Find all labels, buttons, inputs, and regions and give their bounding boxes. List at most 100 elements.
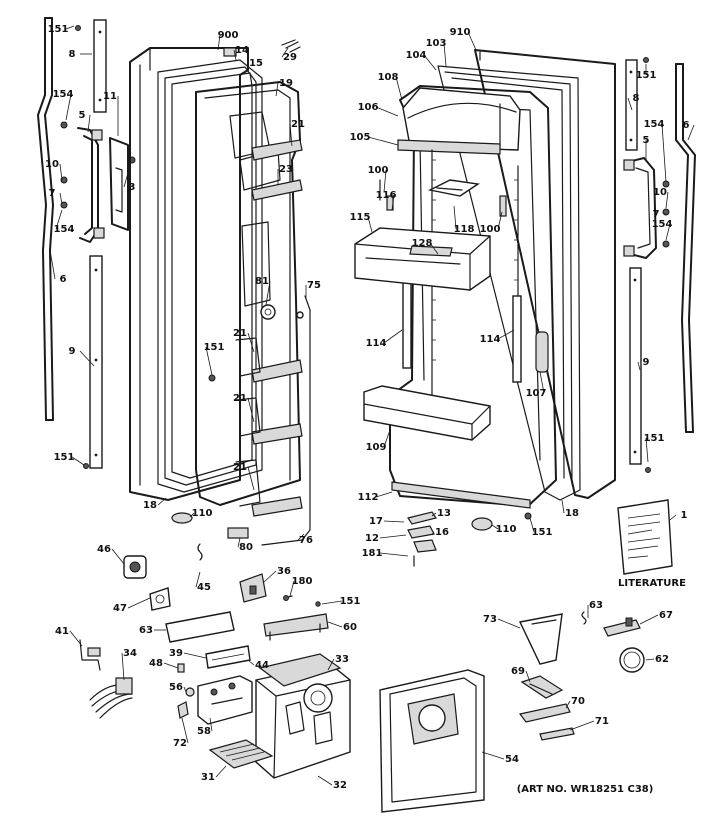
leader-line-151	[71, 456, 85, 466]
part-label-106: 106	[358, 102, 379, 113]
part-label-5: 5	[79, 110, 86, 121]
part-label-18: 18	[143, 500, 157, 511]
part-label-103: 103	[426, 38, 447, 49]
leader-line-18	[561, 499, 565, 514]
part-label-114: 114	[480, 334, 501, 345]
part-label-54: 54	[505, 754, 519, 765]
egg-tray	[427, 179, 480, 197]
part-label-910: 910	[450, 27, 471, 38]
leader-line-67	[639, 614, 659, 625]
part-label-9: 9	[643, 357, 650, 368]
switch-36	[239, 573, 267, 603]
spring-45	[197, 543, 203, 561]
leader-line-1	[669, 514, 677, 521]
part-label-11: 11	[103, 91, 117, 102]
leader-lines	[49, 25, 695, 786]
part-label-73: 73	[483, 614, 497, 625]
leader-line-69	[525, 670, 531, 683]
part-label-62: 62	[655, 654, 669, 665]
leader-line-76	[297, 533, 305, 541]
dairy-compartment-cover	[397, 87, 521, 155]
literature-caption: LITERATURE	[618, 578, 686, 589]
part-label-76: 76	[299, 535, 313, 546]
leader-line-47	[127, 597, 151, 609]
part-label-6: 6	[60, 274, 67, 285]
leader-line-154	[661, 123, 667, 183]
part-label-56: 56	[169, 682, 183, 693]
leader-line-154	[55, 209, 63, 230]
bracket-41	[79, 639, 101, 671]
leader-line-54	[481, 751, 505, 760]
chute-73	[518, 613, 563, 665]
leader-line-105	[367, 136, 399, 146]
part-label-80: 80	[239, 542, 253, 553]
leader-line-112	[375, 491, 393, 498]
part-label-39: 39	[169, 648, 183, 659]
module-58	[197, 675, 253, 725]
leader-line-151	[529, 517, 535, 533]
leader-line-5	[87, 114, 91, 133]
leader-line-106	[375, 106, 399, 117]
board-39-44	[205, 645, 251, 669]
left-handle	[77, 127, 105, 243]
leader-line-72	[181, 717, 189, 744]
door-bin-109	[363, 385, 491, 441]
part-label-19: 19	[279, 78, 293, 89]
leader-line-10	[59, 163, 63, 181]
leader-line-36	[263, 570, 277, 583]
drip-tray-31	[208, 739, 274, 769]
leader-line-115	[367, 216, 373, 233]
part-label-75: 75	[307, 280, 321, 291]
leader-line-9	[79, 350, 95, 367]
leader-line-45	[195, 571, 201, 588]
leader-line-41	[69, 630, 83, 647]
leader-line-21	[247, 397, 255, 423]
part-label-100: 100	[368, 165, 389, 176]
part-label-21: 21	[233, 462, 247, 473]
leader-line-39	[183, 652, 207, 659]
leader-line-58	[209, 717, 213, 732]
left-trim-strip-lower	[89, 255, 103, 469]
part-label-14: 14	[235, 45, 249, 56]
dispenser-housing-32	[255, 653, 351, 779]
leader-line-21	[289, 123, 293, 147]
leader-line-62	[645, 658, 655, 661]
leader-line-910	[467, 31, 477, 51]
part-label-63: 63	[139, 625, 153, 636]
leader-line-6	[49, 249, 56, 280]
part-label-151: 151	[532, 527, 553, 538]
part-label-47: 47	[113, 603, 127, 614]
part-label-900: 900	[218, 30, 239, 41]
leader-line-13	[431, 512, 437, 517]
leader-line-14	[233, 49, 237, 61]
leader-line-151	[65, 25, 75, 30]
fresh-food-door-outer	[474, 49, 616, 499]
part-label-109: 109	[366, 442, 387, 453]
fresh-food-door-gasket	[437, 65, 581, 501]
leader-line-181	[379, 552, 409, 557]
leader-line-9	[637, 361, 641, 371]
part-label-1: 1	[681, 510, 688, 521]
part-label-67: 67	[659, 610, 673, 621]
leader-line-19	[275, 82, 279, 97]
left-door-gasket	[37, 17, 54, 421]
bar-71	[539, 727, 575, 741]
part-label-110: 110	[192, 508, 213, 519]
part-label-8: 8	[633, 93, 640, 104]
leader-line-34	[121, 652, 125, 681]
part-label-32: 32	[333, 780, 347, 791]
leader-line-7	[59, 192, 63, 205]
right-trim-strip-lower	[629, 267, 642, 465]
part-label-118: 118	[454, 224, 475, 235]
part-label-63: 63	[589, 600, 603, 611]
part-label-21: 21	[233, 393, 247, 404]
part-label-107: 107	[526, 388, 547, 399]
part-label-105: 105	[350, 132, 371, 143]
part-label-18: 18	[565, 508, 579, 519]
wire-harness-34	[89, 677, 133, 719]
part-label-10: 10	[45, 159, 59, 170]
left-handle-bracket	[109, 137, 129, 231]
